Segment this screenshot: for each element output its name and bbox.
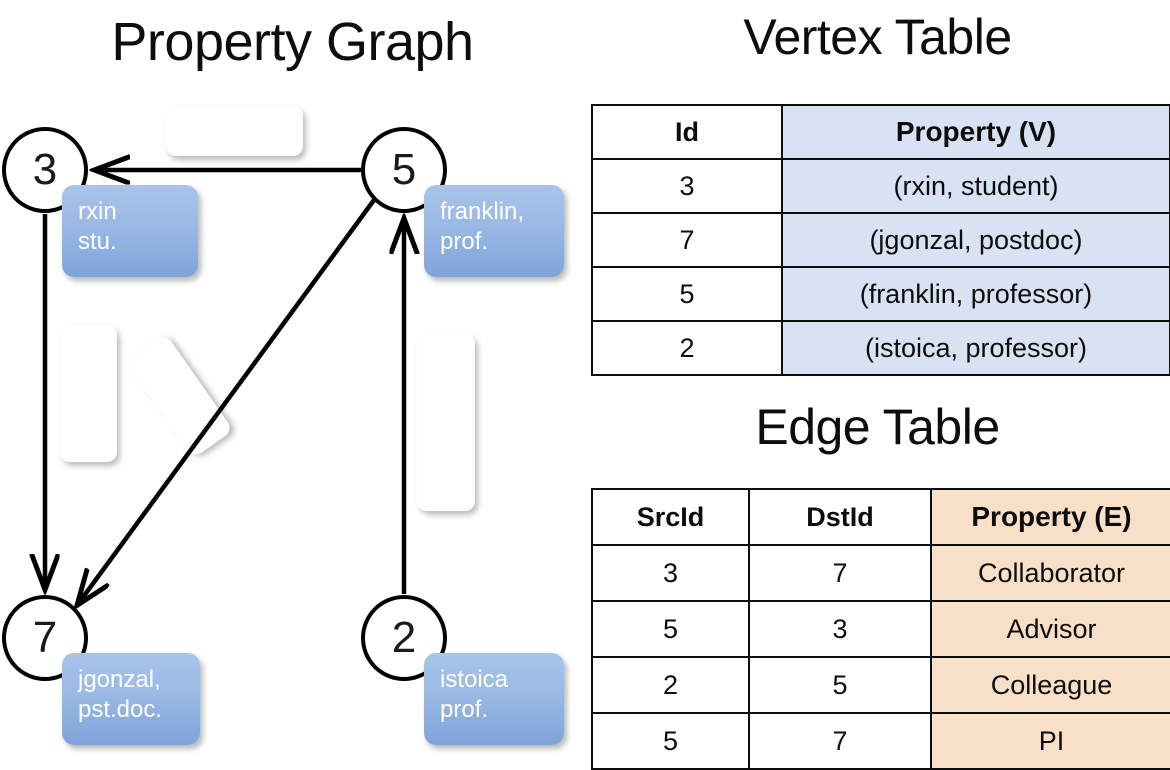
- vertex-table-cell-property: (istoica, professor): [781, 320, 1170, 376]
- vertex-property-box-2: istoica prof.: [424, 653, 564, 745]
- page-title-vertex-table: Vertex Table: [743, 9, 1012, 65]
- vertex-property-7-line1: jgonzal,: [78, 666, 161, 693]
- page-title-property-graph: Property Graph: [111, 12, 474, 72]
- vertex-node-7-label: 7: [32, 613, 58, 662]
- vertex-table-header-property: Property (V): [781, 104, 1170, 160]
- vertex-property-3-line1: rxin: [78, 198, 117, 225]
- property-graph-panel: Property Graph 3 5 7 2 rxin stu. frankli…: [0, 0, 585, 760]
- vertex-table-cell-property: (jgonzal, postdoc): [781, 212, 1170, 268]
- vertex-node-2[interactable]: 2: [361, 595, 447, 681]
- edge-table-header-property: Property (E): [930, 488, 1170, 546]
- edge-label-advisor-text: Advisor: [192, 116, 277, 145]
- edge-table-cell-dstid: 5: [748, 656, 932, 714]
- page-title-edge-table: Edge Table: [755, 399, 1000, 455]
- edge-label-colleague: Colleague: [417, 334, 475, 511]
- edge-table: SrcId DstId Property (E) 3 7 Collaborato…: [591, 488, 1170, 770]
- edge-label-pi-text: PI: [160, 378, 198, 414]
- edge-label-collab: Collab.: [60, 325, 117, 462]
- edge-label-collab-text: Collab.: [74, 354, 102, 433]
- table-row: 5 3 Advisor: [591, 600, 1170, 658]
- vertex-property-7-line2: pst.doc.: [78, 696, 163, 723]
- edge-label-advisor: Advisor: [166, 106, 303, 156]
- edge-table-cell-dstid: 3: [748, 600, 932, 658]
- edge-table-cell-srcid: 5: [591, 600, 750, 658]
- vertex-table-cell-property: (franklin, professor): [781, 266, 1170, 322]
- table-row: 3 7 Collaborator: [591, 544, 1170, 602]
- vertex-node-5[interactable]: 5: [361, 127, 447, 213]
- vertex-table-cell-id: 3: [591, 158, 783, 214]
- edge-table-cell-dstid: 7: [748, 544, 932, 602]
- vertex-property-box-7: jgonzal, pst.doc.: [62, 653, 200, 745]
- edge-table-cell-property: Colleague: [930, 656, 1170, 714]
- edge-table-cell-srcid: 3: [591, 544, 750, 602]
- table-row: 2 (istoica, professor): [591, 320, 1170, 376]
- edge-table-cell-dstid: 7: [748, 712, 932, 770]
- edge-table-cell-property: Advisor: [930, 600, 1170, 658]
- edge-table-header-srcid: SrcId: [591, 488, 750, 546]
- edge-table-header-dstid: DstId: [748, 488, 932, 546]
- table-row: 5 (franklin, professor): [591, 266, 1170, 322]
- table-row: 5 7 PI: [591, 712, 1170, 770]
- vertex-table-cell-id: 7: [591, 212, 783, 268]
- vertex-node-3-label: 3: [32, 145, 58, 194]
- edge-table-header-row: SrcId DstId Property (E): [591, 488, 1170, 546]
- vertex-table-cell-id: 5: [591, 266, 783, 322]
- edge-table-cell-srcid: 5: [591, 712, 750, 770]
- graph-edges-layer: [0, 0, 585, 760]
- vertex-property-5-line2: prof.: [440, 228, 489, 255]
- vertex-property-box-3: rxin stu.: [62, 185, 198, 277]
- table-row: 7 (jgonzal, postdoc): [591, 212, 1170, 268]
- table-row: 3 (rxin, student): [591, 158, 1170, 214]
- edge-label-colleague-text: Colleague: [431, 366, 460, 479]
- vertex-table-header-id: Id: [591, 104, 783, 160]
- vertex-table-cell-id: 2: [591, 320, 783, 376]
- vertex-table-header-row: Id Property (V): [591, 104, 1170, 160]
- vertex-property-3-line2: stu.: [78, 228, 117, 255]
- edge-table-cell-property: PI: [930, 712, 1170, 770]
- edge-table-cell-property: Collaborator: [930, 544, 1170, 602]
- vertex-property-2-line1: istoica: [440, 666, 509, 693]
- vertex-table-cell-property: (rxin, student): [781, 158, 1170, 214]
- vertex-table: Id Property (V) 3 (rxin, student) 7 (jgo…: [591, 104, 1170, 376]
- table-row: 2 5 Colleague: [591, 656, 1170, 714]
- vertex-property-5-line1: franklin,: [440, 198, 525, 225]
- edge-table-cell-srcid: 2: [591, 656, 750, 714]
- vertex-property-box-5: franklin, prof.: [424, 185, 564, 277]
- vertex-node-5-label: 5: [391, 145, 417, 194]
- edge-line-pi: [78, 198, 376, 604]
- vertex-property-2-line2: prof.: [440, 696, 489, 723]
- vertex-node-2-label: 2: [391, 613, 417, 662]
